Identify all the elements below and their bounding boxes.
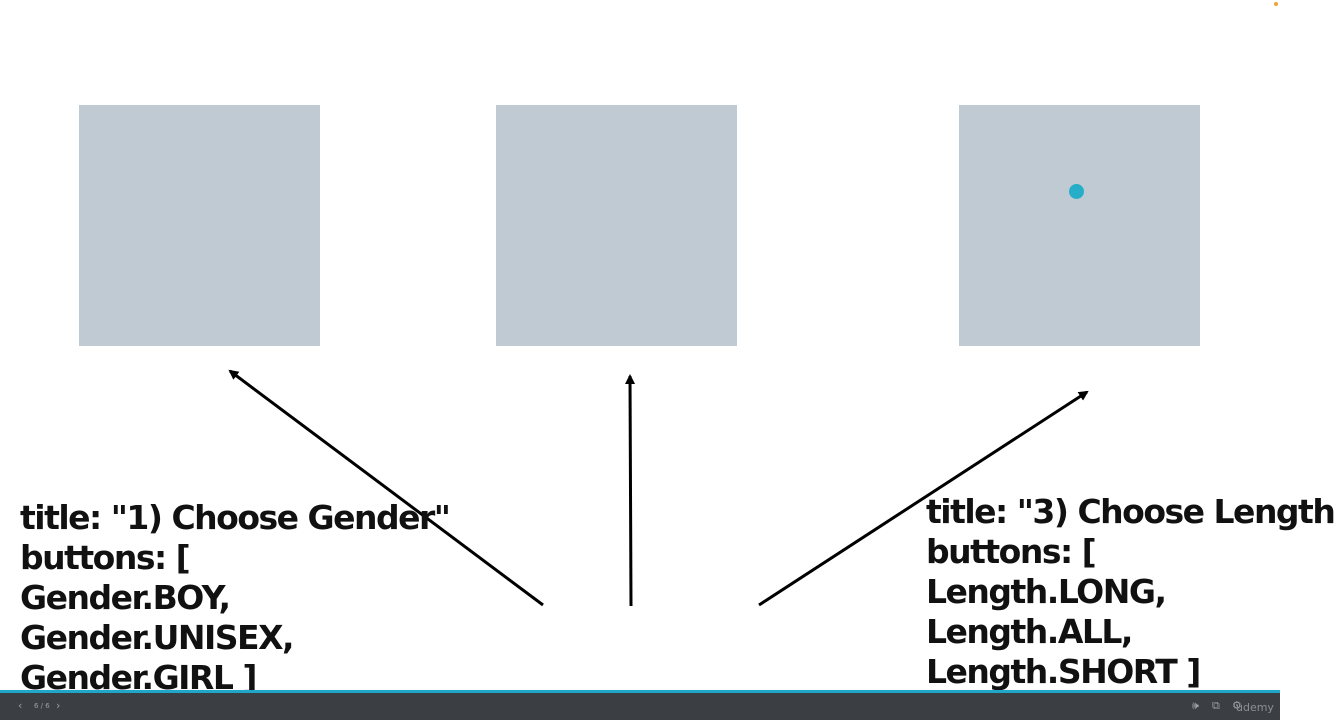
gender-unisex-line: Gender.UNISEX, — [20, 618, 295, 657]
length-long-line: Length.LONG, — [926, 572, 1167, 611]
arrow-to-left-box — [228, 369, 544, 607]
arrow-to-right-box — [758, 390, 1089, 607]
chevron-right-icon[interactable]: › — [56, 699, 61, 712]
length-title-line: title: "3) Choose Length — [926, 492, 1334, 531]
video-player-bar: ‹ 6 / 6 › 🕪 ⧉ ⚙ udemy — [0, 690, 1280, 720]
gender-title-line: title: "1) Choose Gender" — [20, 498, 451, 537]
gender-config-text: title: "1) Choose Gender" buttons: [ Gen… — [20, 498, 451, 698]
udemy-watermark: udemy — [1236, 701, 1274, 714]
chevron-left-icon[interactable]: ‹ — [18, 699, 23, 712]
image-placeholder-middle — [496, 105, 737, 346]
popout-icon[interactable]: ⧉ — [1212, 699, 1220, 712]
volume-icon[interactable]: 🕪 — [1192, 699, 1199, 712]
presentation-slide: title: "1) Choose Gender" buttons: [ Gen… — [20, 2, 1334, 697]
image-placeholder-gender — [79, 105, 320, 346]
gender-boy-line: Gender.BOY, — [20, 578, 231, 617]
slide-counter: 6 / 6 — [34, 702, 50, 710]
image-placeholder-length — [959, 105, 1200, 346]
length-buttons-line: buttons: [ — [926, 532, 1097, 571]
length-config-text: title: "3) Choose Length buttons: [ Leng… — [926, 492, 1334, 692]
length-short-line: Length.SHORT ] — [926, 652, 1201, 691]
mouse-cursor-indicator — [1069, 184, 1084, 199]
length-all-line: Length.ALL, — [926, 612, 1133, 651]
gender-buttons-line: buttons: [ — [20, 538, 191, 577]
settings-icon[interactable]: ⚙ — [1232, 699, 1242, 712]
arrows-diagram — [228, 369, 1089, 607]
arrow-to-middle-box — [625, 374, 636, 607]
status-indicator-dot — [1274, 2, 1278, 6]
